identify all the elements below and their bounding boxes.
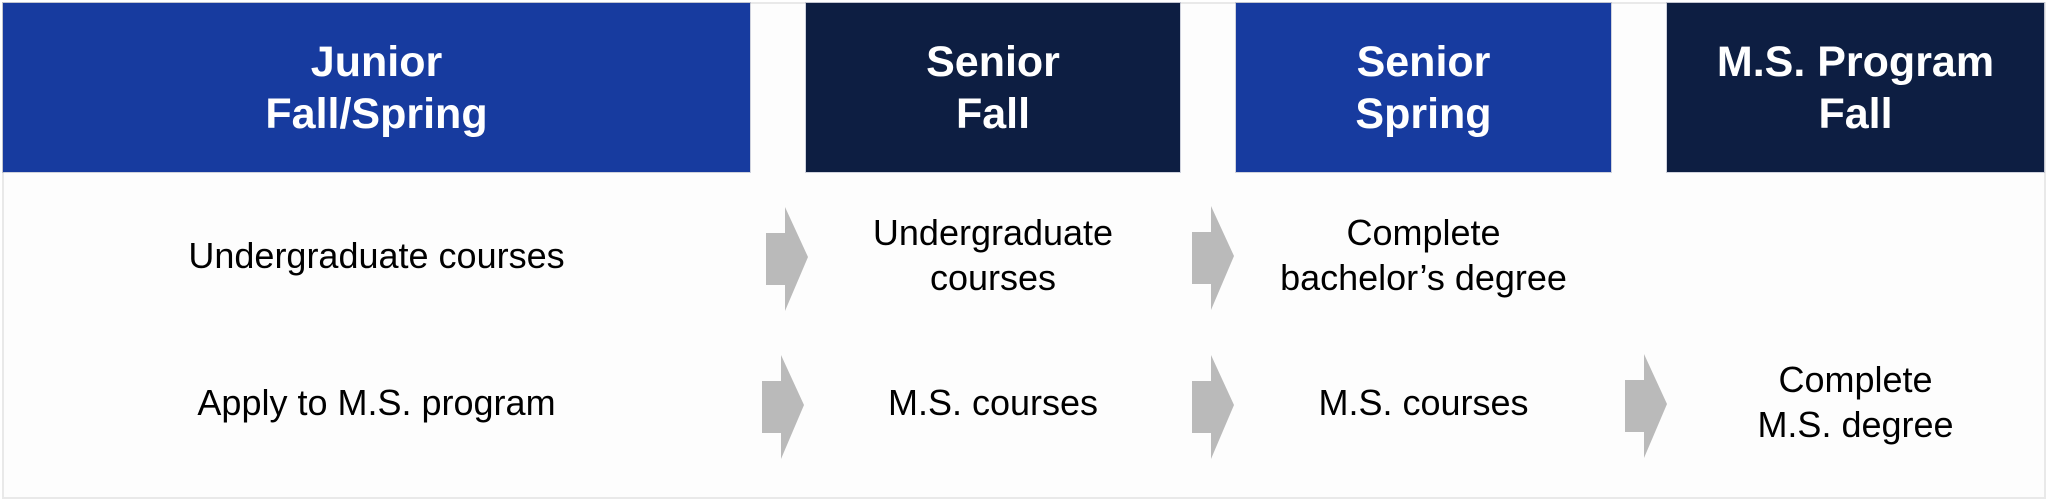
right-arrow-icon	[1625, 354, 1667, 458]
right-arrow-icon	[766, 207, 808, 311]
header-ms-program-fall: M.S. Program Fall	[1667, 3, 2044, 172]
row2-junior-cell: Apply to M.S. program	[197, 381, 556, 423]
row2-senior-fall-cell: M.S. courses	[887, 381, 1099, 423]
row2-ms-fall-cell: Complete M.S. degree	[1757, 359, 1954, 445]
right-arrow-icon	[1192, 206, 1234, 310]
row1-senior-spring-cell: Complete bachelor’s degree	[1280, 212, 1567, 298]
right-arrow-icon	[1192, 355, 1234, 459]
header-junior-fall-spring: Junior Fall/Spring	[3, 3, 750, 172]
row2-senior-spring-cell: M.S. courses	[1318, 381, 1529, 423]
row1-junior-cell: Undergraduate courses	[188, 234, 565, 276]
header-senior-spring: Senior Spring	[1236, 3, 1611, 172]
right-arrow-icon	[762, 355, 804, 459]
row1-senior-fall-cell: Undergraduate courses	[872, 212, 1114, 298]
row1-ms-fall-cell	[1667, 200, 2044, 310]
header-senior-fall: Senior Fall	[806, 3, 1180, 172]
